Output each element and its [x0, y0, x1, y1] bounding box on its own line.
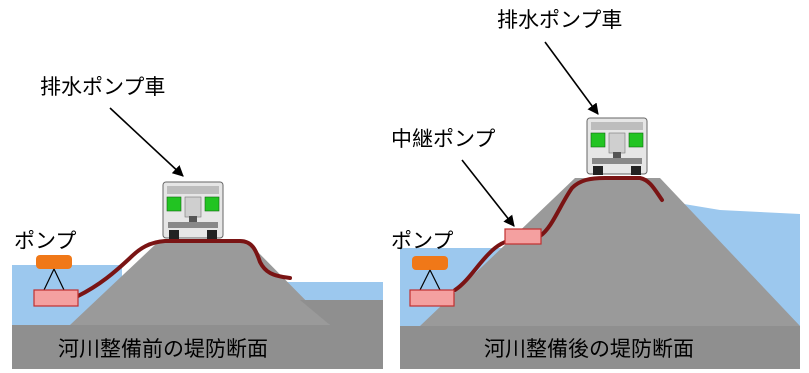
levee-before	[70, 242, 330, 325]
panel-after: 排水ポンプ車 中継ポンプ ポンプ 河川整備後の堤防断面	[391, 8, 800, 369]
relay-pump-icon	[504, 228, 542, 245]
pump-icon	[33, 255, 79, 307]
ground-band	[12, 325, 383, 369]
truck-label: 排水ポンプ車	[497, 8, 622, 32]
hose	[453, 176, 664, 292]
levee-after	[420, 178, 800, 326]
drainage-pump-truck-icon	[162, 181, 224, 240]
pump-label: ポンプ	[391, 229, 453, 253]
pump-icon	[409, 256, 455, 307]
drainage-pump-truck-icon	[586, 117, 648, 176]
truck-arrow	[544, 41, 599, 115]
pump-label: ポンプ	[14, 229, 76, 253]
truck-label: 排水ポンプ車	[40, 75, 165, 99]
relay-arrow	[461, 159, 515, 227]
relay-pump-label: 中継ポンプ	[391, 127, 495, 151]
caption-before: 河川整備前の堤防断面	[58, 337, 268, 361]
caption-after: 河川整備後の堤防断面	[484, 337, 694, 361]
hose	[76, 239, 292, 298]
panel-before: 排水ポンプ車 ポンプ 河川整備前の堤防断面	[12, 75, 383, 369]
ground-band	[400, 326, 800, 369]
truck-arrow	[109, 107, 184, 177]
